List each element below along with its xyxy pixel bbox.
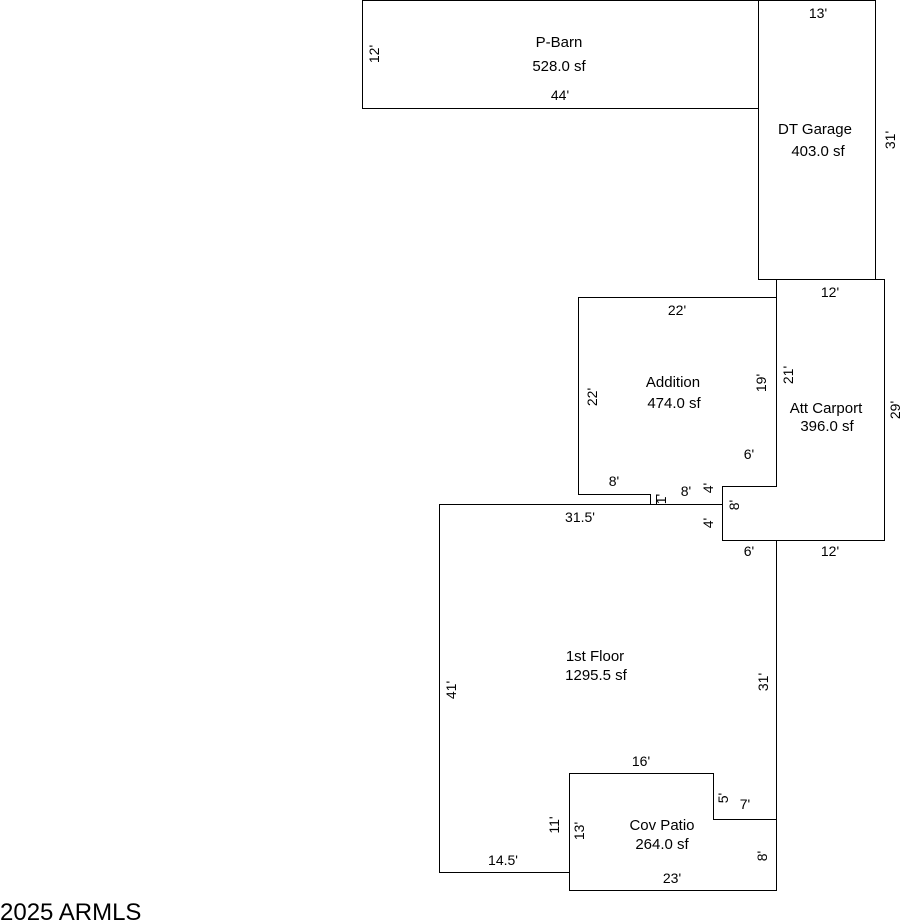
patio-outline (569, 773, 777, 891)
garage-area: 403.0 sf (791, 143, 845, 160)
dim-patio-top: 16' (632, 753, 650, 769)
patio-area: 264.0 sf (635, 836, 689, 853)
dim-carport-top: 12' (821, 284, 839, 300)
dim-patio-step-v: 5' (715, 793, 731, 803)
pbarn-area: 528.0 sf (532, 58, 586, 75)
pbarn-name: P-Barn (536, 34, 583, 51)
firstfloor-area: 1295.5 sf (565, 667, 628, 684)
carport-name: Att Carport (790, 400, 863, 417)
dim-notch-side-lower: 4' (700, 518, 716, 528)
dim-ff-top: 31.5' (565, 509, 595, 525)
addition-area: 474.0 sf (647, 395, 701, 412)
dim-addition-right: 19' (753, 374, 769, 392)
carport-area: 396.0 sf (800, 418, 854, 435)
dim-garage-top: 13' (809, 5, 827, 21)
patio-name: Cov Patio (629, 817, 694, 834)
dim-patio-step-h: 7' (740, 796, 750, 812)
dim-pbarn-left: 12' (366, 45, 382, 63)
dim-notch-side: 8' (726, 500, 742, 510)
dim-addition-small: 1' (653, 494, 669, 504)
firstfloor-outline (439, 504, 723, 873)
addition-name: Addition (646, 374, 700, 391)
dim-carport-bottom: 12' (821, 543, 839, 559)
dim-pbarn-bottom: 44' (551, 87, 569, 103)
dim-addition-left: 22' (584, 388, 600, 406)
dim-ff-left: 41' (443, 681, 459, 699)
dim-addition-step: 6' (744, 446, 754, 462)
dim-addition-bottom: 8' (609, 473, 619, 489)
dim-notch-side-upper: 4' (700, 483, 716, 493)
dim-addition-top: 22' (668, 302, 686, 318)
dim-patio-right: 8' (754, 851, 770, 861)
carport-outline (722, 279, 885, 541)
dim-carport-right: 29' (887, 401, 901, 419)
garage-outline (758, 0, 876, 280)
dim-patio-left: 13' (571, 822, 587, 840)
dim-ff-right: 31' (755, 673, 771, 691)
dim-garage-right: 31' (882, 131, 898, 149)
dim-ff-notch-bottom: 6' (744, 543, 754, 559)
dim-ff-bottom: 14.5' (488, 852, 518, 868)
dim-carport-inner: 21' (780, 366, 796, 384)
dim-notch-top: 8' (681, 483, 691, 499)
dim-ff-inner-left: 11' (546, 816, 562, 833)
garage-name: DT Garage (778, 121, 852, 138)
firstfloor-name: 1st Floor (566, 648, 624, 665)
dim-patio-bottom: 23' (663, 870, 681, 886)
copyright-text: 2025 ARMLS (0, 899, 141, 922)
